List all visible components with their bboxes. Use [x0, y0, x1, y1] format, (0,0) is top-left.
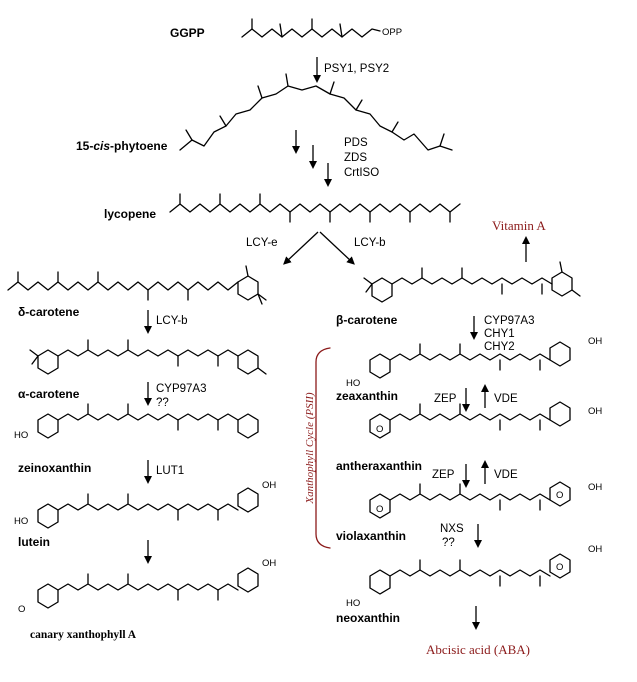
phytoene-structure: [179, 73, 453, 151]
enzyme-vde-1: VDE: [494, 393, 518, 405]
enzyme-lcy-b-branch: LCY-b: [354, 237, 386, 249]
enzyme-cyp97a3-beta: CYP97A3: [484, 315, 535, 327]
antheraxanthin-structure: O OH: [369, 401, 602, 439]
enzyme-nxs: NXS: [440, 523, 464, 535]
lycopene-structure: [169, 193, 461, 223]
arrow-lcy-e: [283, 231, 319, 265]
oh-label-violaxanthin: OH: [588, 482, 602, 493]
zeaxanthin-structure: HO OH: [346, 336, 602, 389]
enzyme-zep-1: ZEP: [434, 393, 457, 405]
ho-label-zeinoxanthin: HO: [14, 430, 28, 441]
ho-label-neoxanthin: HO: [346, 598, 360, 609]
neoxanthin-structure: HO O OH: [346, 544, 602, 609]
o-label-canary: O: [18, 604, 25, 615]
vitamin-a-label: Vitamin A: [492, 218, 546, 233]
oh-label-neoxanthin: OH: [588, 544, 602, 555]
ggpp-structure: OPP: [241, 18, 402, 38]
alpha-carotene-label: α-carotene: [18, 387, 80, 401]
canary-xanthophyll-label: canary xanthophyll A: [30, 629, 137, 641]
enzyme-unknown-neo: ??: [442, 537, 455, 549]
ggpp-label: GGPP: [170, 26, 205, 40]
delta-carotene-structure: [7, 265, 267, 305]
enzyme-zds: ZDS: [344, 152, 367, 164]
enzyme-zep-2: ZEP: [432, 469, 455, 481]
delta-carotene-label: δ-carotene: [18, 305, 80, 319]
arrow-lcy-b-branch: [319, 231, 355, 265]
enzyme-crtiso: CrtISO: [344, 167, 379, 179]
o-label-neoxanthin: O: [556, 562, 563, 573]
zeinoxanthin-label: zeinoxanthin: [18, 461, 91, 475]
phytoene-label: 15-cis-phytoene: [76, 139, 168, 153]
oh-label-lutein: OH: [262, 480, 276, 491]
lutein-label: lutein: [18, 535, 50, 549]
enzyme-chy1: CHY1: [484, 328, 515, 340]
o-label-violaxanthin: O: [376, 504, 383, 515]
zeaxanthin-label: zeaxanthin: [336, 389, 398, 403]
xanthophyll-cycle-label: Xanthophyll Cycle (PSII): [304, 392, 316, 505]
violaxanthin-structure: O O OH: [369, 481, 602, 519]
opp-label: OPP: [382, 27, 402, 38]
enzyme-lut1: LUT1: [156, 465, 184, 477]
canary-xanthophyll-structure: O OH: [18, 558, 276, 615]
enzyme-lcy-e: LCY-e: [246, 237, 278, 249]
enzyme-chy2: CHY2: [484, 341, 515, 353]
enzyme-psy: PSY1, PSY2: [324, 63, 389, 75]
enzyme-cyp97a3-alpha: CYP97A3: [156, 383, 207, 395]
enzyme-vde-2: VDE: [494, 469, 518, 481]
ho-label-lutein: HO: [14, 516, 28, 527]
enzyme-unknown-alpha: ??: [156, 397, 169, 409]
oh-label-antheraxanthin: OH: [588, 406, 602, 417]
antheraxanthin-label: antheraxanthin: [336, 459, 422, 473]
alpha-carotene-structure: [29, 339, 267, 375]
beta-carotene-structure: [363, 261, 581, 303]
ho-label-zeaxanthin: HO: [346, 378, 360, 389]
aba-label: Abcisic acid (ABA): [426, 642, 530, 657]
o-label-antheraxanthin: O: [376, 424, 383, 435]
enzyme-lcy-b-alpha: LCY-b: [156, 315, 188, 327]
enzyme-pds: PDS: [344, 137, 368, 149]
oh-label-canary: OH: [262, 558, 276, 569]
oh-label-zeaxanthin: OH: [588, 336, 602, 347]
xanthophyll-cycle-bracket: [315, 347, 331, 549]
neoxanthin-label: neoxanthin: [336, 611, 400, 625]
beta-carotene-label: β-carotene: [336, 313, 398, 327]
lutein-structure: HO OH: [14, 480, 276, 529]
o-label-violaxanthin-2: O: [556, 490, 563, 501]
zeinoxanthin-structure: HO: [14, 403, 259, 441]
lycopene-label: lycopene: [104, 207, 156, 221]
violaxanthin-label: violaxanthin: [336, 529, 406, 543]
